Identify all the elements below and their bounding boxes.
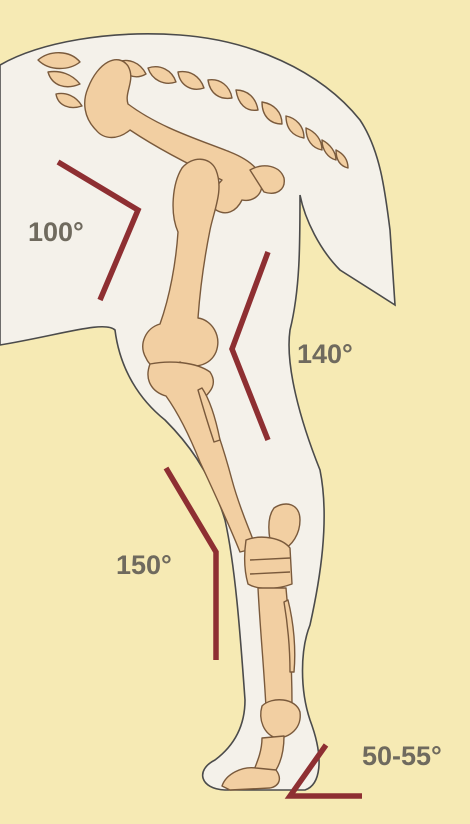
tarsal-bones [245,537,292,588]
hip-angle-label: 100° [28,217,84,248]
stifle-angle-label: 140° [297,339,353,370]
hock-angle-label: 150° [116,550,172,581]
hoof-angle-label: 50-55° [362,741,442,772]
